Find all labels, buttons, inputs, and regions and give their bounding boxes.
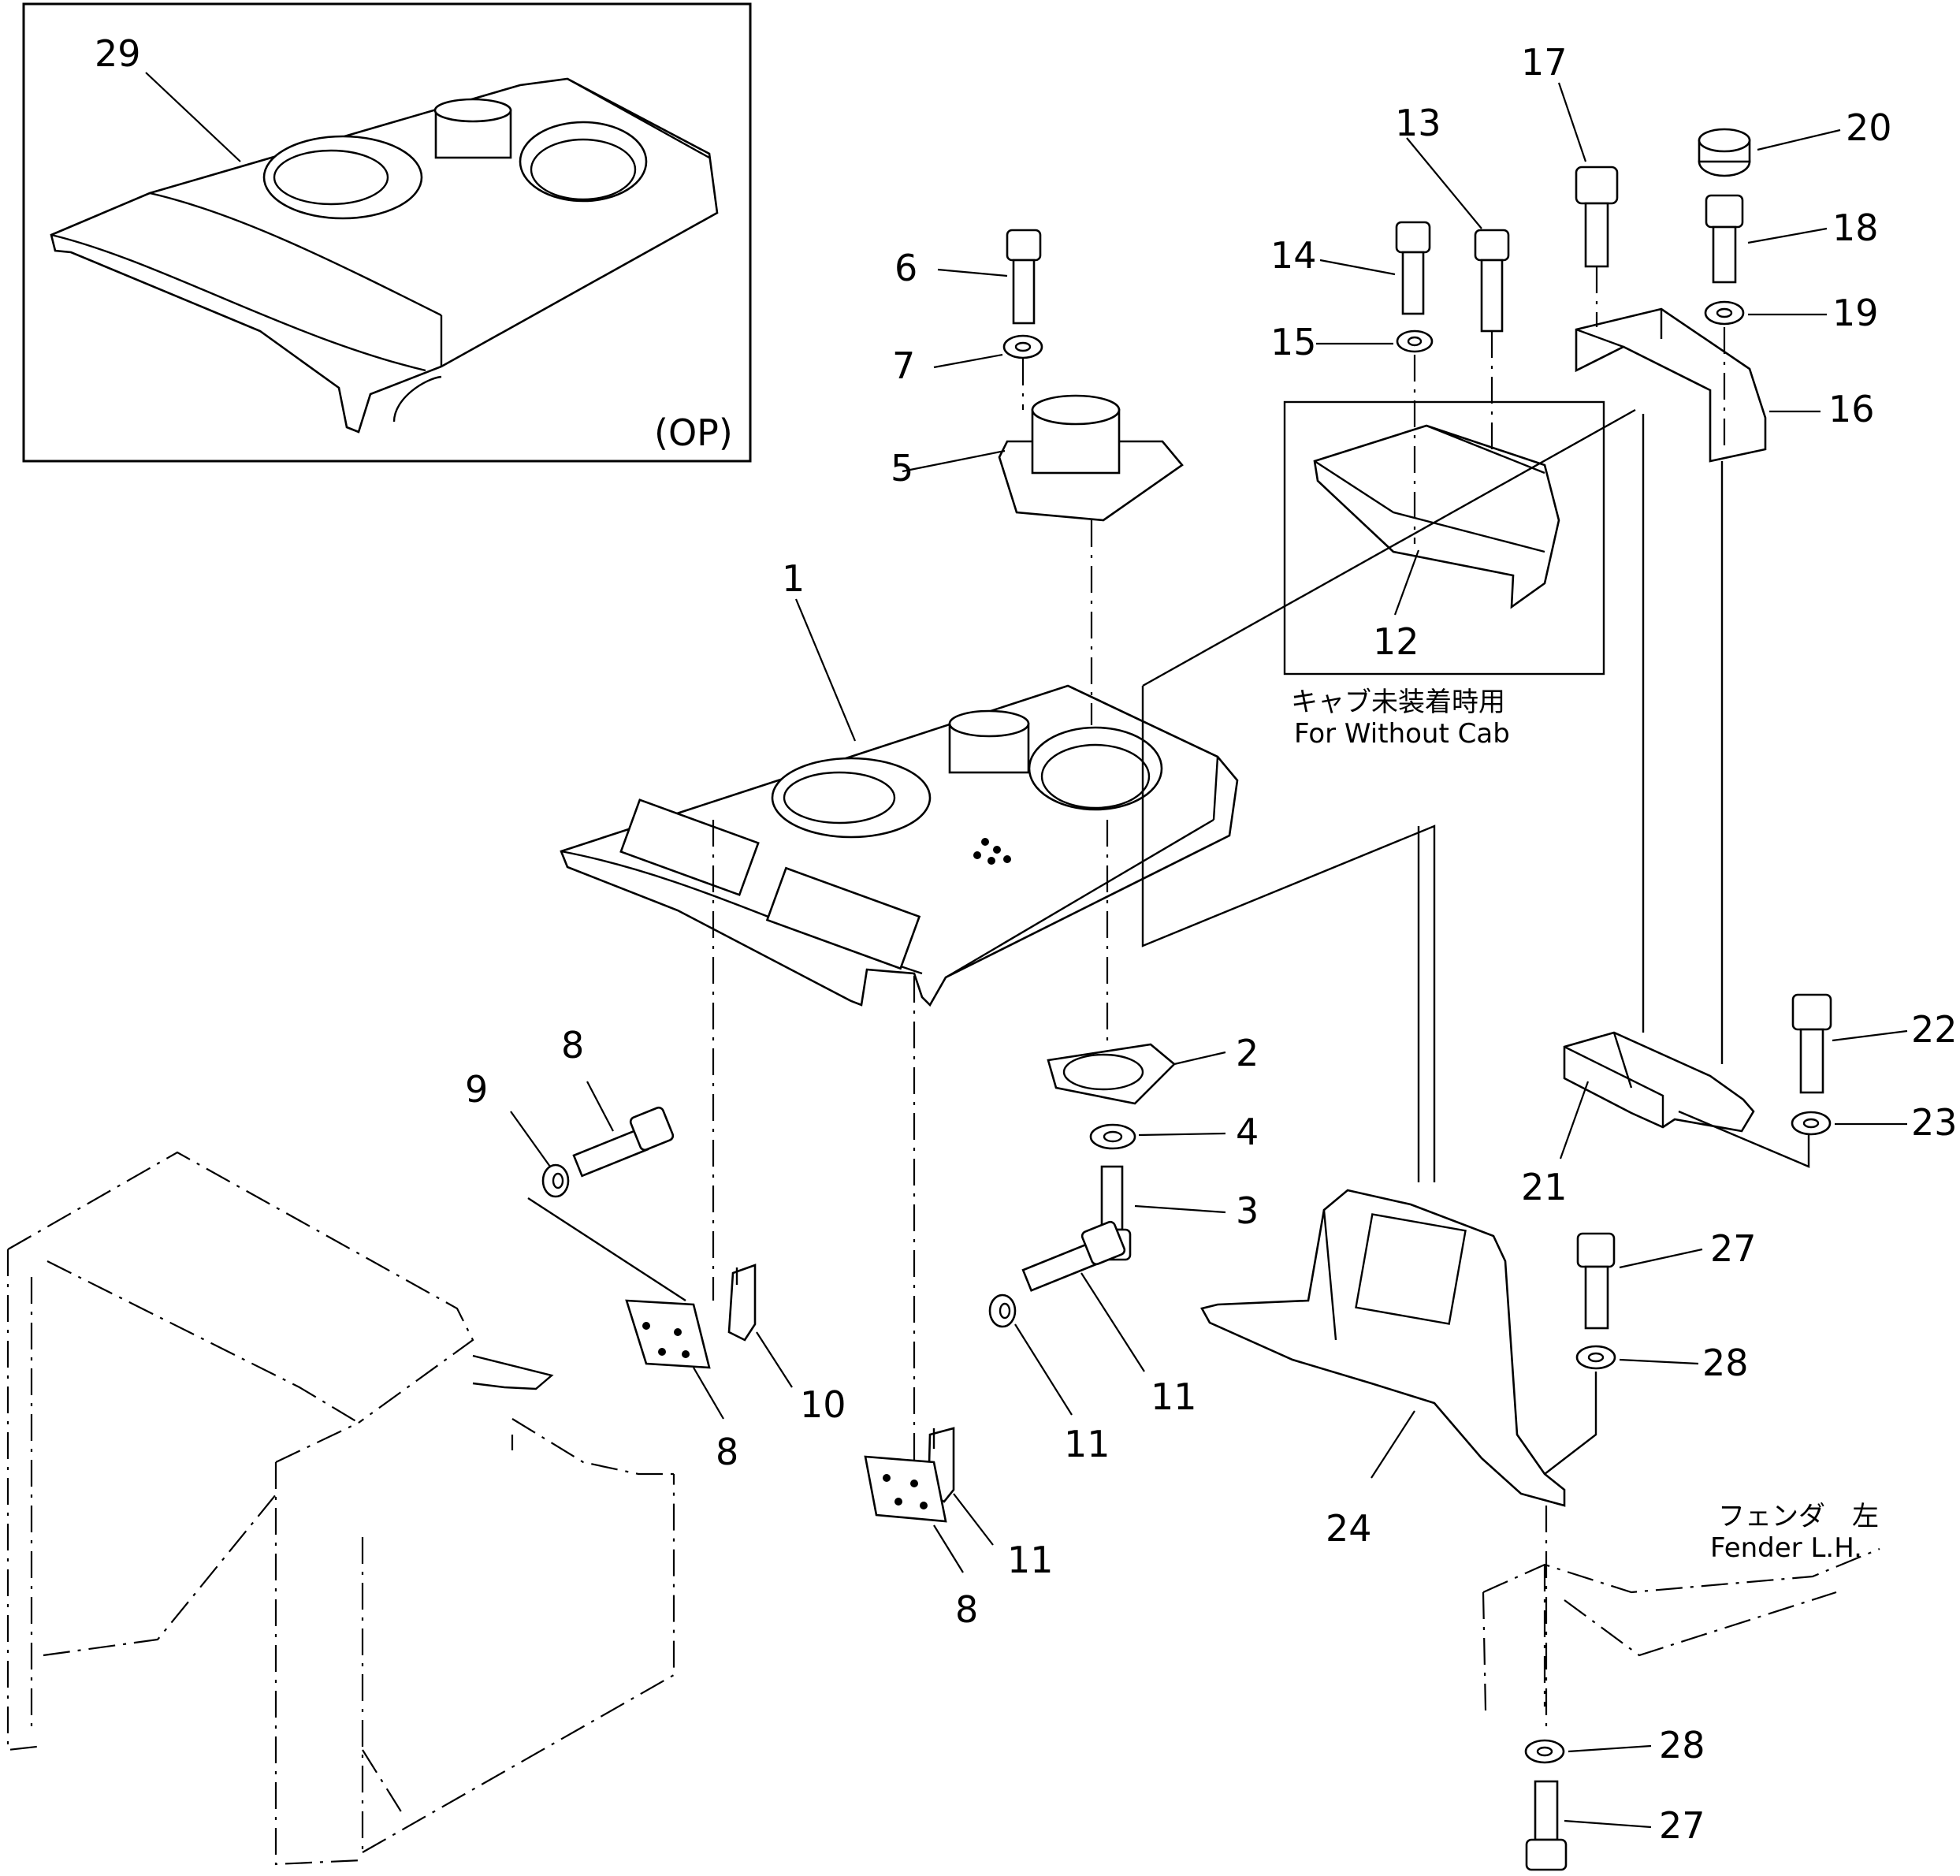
duct-adapter-5 — [998, 394, 1184, 522]
cap-22 — [1698, 128, 1751, 177]
note-without-cab-jp: キャブ未装着時用 — [1291, 687, 1505, 718]
callout-12: 11 — [1151, 1375, 1197, 1418]
callout-11b: 11 — [1007, 1539, 1054, 1581]
clip-13 — [988, 1293, 1017, 1328]
option-label: (OP) — [654, 411, 733, 454]
callout-25: 23 — [1911, 1101, 1958, 1144]
bolt-27-upper — [1576, 1232, 1616, 1330]
washer-28-lower — [1524, 1739, 1565, 1764]
callout-27-upper: 27 — [1710, 1227, 1757, 1270]
washer-28-upper — [1575, 1345, 1616, 1370]
callout-29: 29 — [95, 32, 141, 75]
callout-14: 12 — [1373, 620, 1419, 663]
bolt-19 — [1575, 166, 1619, 268]
bracket-26 — [1200, 1189, 1566, 1507]
callout-13: 11 — [1064, 1423, 1110, 1465]
callout-8b: 8 — [955, 1588, 978, 1631]
bolt-16 — [1395, 221, 1431, 315]
callout-8a: 8 — [716, 1431, 738, 1473]
callout-1: 1 — [782, 557, 805, 600]
plate-8a — [625, 1299, 711, 1369]
bolt-27-lower — [1525, 1780, 1568, 1871]
inset-box: 29 (OP) — [22, 2, 752, 463]
bolt-9 — [572, 1106, 675, 1178]
bolt-24 — [1791, 993, 1832, 1094]
callout-21: 19 — [1832, 292, 1879, 334]
main-cover-1 — [560, 684, 1239, 1007]
callout-10: 9 — [465, 1068, 488, 1111]
callout-5: 5 — [891, 447, 913, 489]
callout-26: 24 — [1326, 1507, 1372, 1550]
callout-15: 13 — [1395, 102, 1441, 144]
callout-6: 6 — [894, 247, 917, 289]
bolt-20 — [1705, 194, 1744, 284]
clip-10 — [541, 1163, 570, 1198]
callout-7: 7 — [892, 344, 915, 387]
callout-20: 18 — [1832, 207, 1879, 249]
ring-plate-2 — [1047, 1043, 1176, 1105]
callout-3: 3 — [1236, 1189, 1259, 1232]
bolt-15 — [1474, 229, 1510, 333]
callout-27-lower: 27 — [1659, 1804, 1705, 1847]
callout-16: 14 — [1270, 234, 1317, 277]
hinge-11a — [727, 1264, 757, 1342]
callout-24: 22 — [1911, 1008, 1958, 1051]
callout-11a: 10 — [800, 1383, 846, 1426]
callout-4: 4 — [1236, 1111, 1259, 1153]
bolt-6 — [1006, 229, 1042, 325]
callout-22: 20 — [1846, 106, 1892, 149]
note-fender-jp: フェンダ 左 — [1718, 1501, 1879, 1532]
callout-2: 2 — [1236, 1032, 1259, 1074]
plate-8b — [864, 1455, 947, 1523]
washer-7 — [1002, 334, 1043, 359]
note-fender-en: Fender L.H. — [1710, 1532, 1862, 1564]
washer-17 — [1396, 329, 1434, 353]
fender-lh — [1482, 1547, 1880, 1711]
bracket-23 — [1563, 1031, 1755, 1133]
optional-cover-29 — [50, 77, 719, 434]
callout-18: 16 — [1828, 388, 1875, 430]
fender-seat-assembly — [6, 1151, 675, 1866]
bracket-18 — [1575, 307, 1767, 463]
note-without-cab-en: For Without Cab — [1294, 718, 1510, 750]
washer-4 — [1089, 1123, 1136, 1150]
bolt-12 — [1021, 1220, 1126, 1292]
callout-19: 17 — [1521, 41, 1568, 84]
callout-28-lower: 28 — [1659, 1724, 1705, 1766]
callout-28-upper: 28 — [1702, 1342, 1749, 1384]
washer-25 — [1791, 1111, 1832, 1136]
callout-17: 15 — [1270, 321, 1317, 363]
callout-23: 21 — [1521, 1166, 1568, 1208]
callout-9: 8 — [561, 1024, 584, 1066]
bracket-14 — [1313, 424, 1560, 609]
washer-21 — [1704, 300, 1745, 326]
